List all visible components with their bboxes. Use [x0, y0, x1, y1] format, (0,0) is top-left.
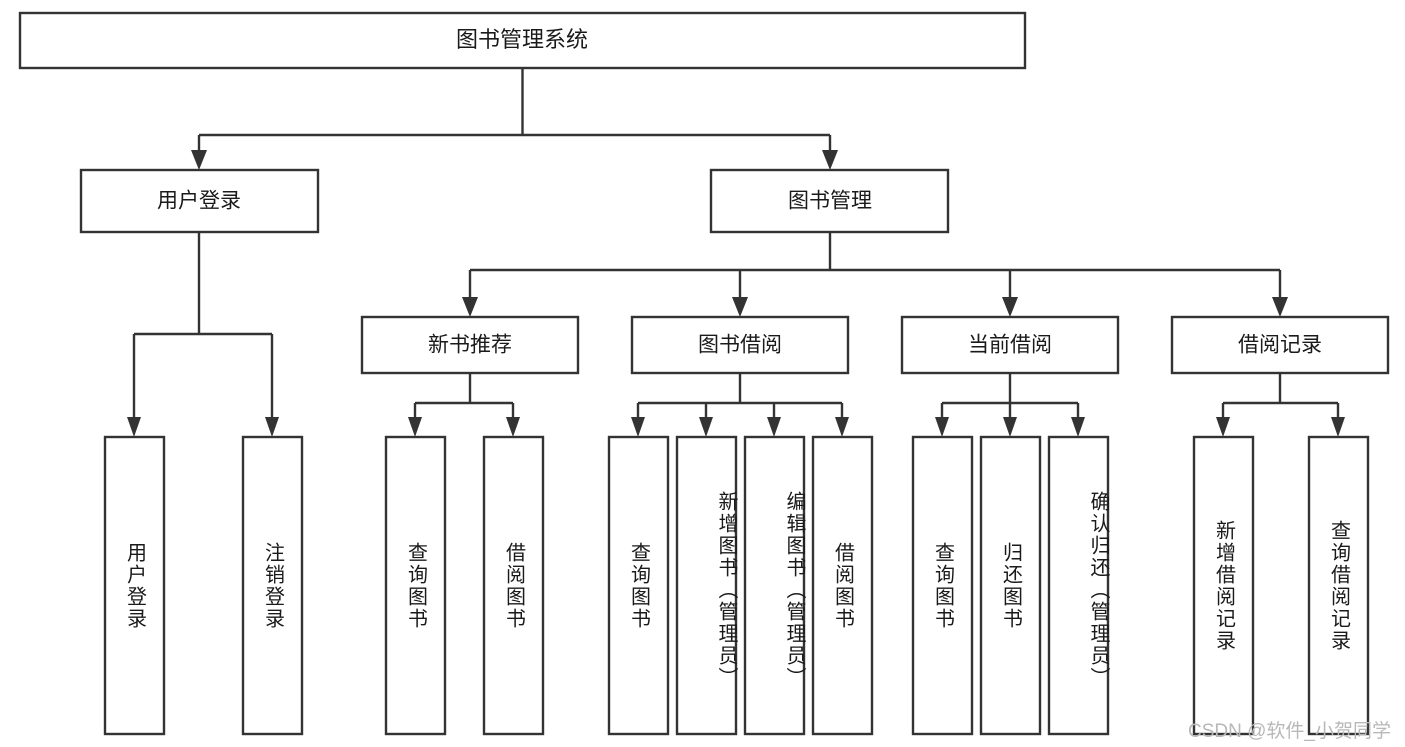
node-current-borrow-label: 当前借阅 — [968, 334, 1052, 357]
arrow-to-book-borrow — [732, 297, 748, 317]
node-book-manage[interactable]: 图书管理 — [709, 168, 950, 234]
node-new-book-recommend[interactable]: 新书推荐 — [360, 315, 580, 375]
node-borrow-record[interactable]: 借阅记录 — [1170, 315, 1390, 375]
node-book-borrow-label: 图书借阅 — [698, 334, 782, 357]
node-leaf-new-book-2-box[interactable] — [482, 435, 545, 736]
arrow-currentborrow-leaf-2 — [1003, 417, 1017, 437]
node-layer: 图书管理系统 用户登录 图书管理 新书推荐 图书借阅 当前 — [18, 11, 1390, 736]
arrow-to-new-book — [462, 297, 478, 317]
node-current-borrow-box[interactable] — [900, 315, 1120, 375]
node-leaf-book-borrow-2-box[interactable] — [675, 435, 738, 736]
node-leaf-book-borrow-4-box[interactable] — [811, 435, 874, 736]
node-book-manage-label: 图书管理 — [788, 190, 872, 213]
node-leaf-book-borrow-1-box[interactable] — [607, 435, 670, 736]
node-current-borrow[interactable]: 当前借阅 — [900, 315, 1120, 375]
arrow-bookborrow-leaf-4 — [835, 417, 849, 437]
node-leaf-new-book-1-box[interactable] — [384, 435, 447, 736]
node-new-book-recommend-box[interactable] — [360, 315, 580, 375]
node-new-book-recommend-label: 新书推荐 — [428, 334, 512, 357]
arrow-bookborrow-leaf-3 — [767, 417, 781, 437]
arrow-to-user-login — [191, 150, 207, 170]
node-leaf-current-borrow-3-box[interactable] — [1047, 435, 1110, 736]
arrow-to-borrow-record — [1272, 297, 1288, 317]
node-borrow-record-label: 借阅记录 — [1238, 334, 1322, 357]
node-leaf-book-borrow-3-box[interactable] — [743, 435, 806, 736]
arrow-newbook-leaf-1 — [408, 417, 422, 437]
arrow-borrowrecord-leaf-2 — [1331, 417, 1345, 437]
watermark-text: CSDN @软件_小贺同学 — [1188, 721, 1391, 742]
arrow-bookborrow-leaf-1 — [631, 417, 645, 437]
node-leaf-borrow-record-1-box[interactable] — [1192, 435, 1255, 736]
node-user-login-box[interactable] — [79, 168, 320, 234]
arrow-borrowrecord-leaf-1 — [1216, 417, 1230, 437]
node-root-label: 图书管理系统 — [456, 27, 588, 52]
arrow-currentborrow-leaf-1 — [935, 417, 949, 437]
node-leaf-user-login-1-box[interactable] — [103, 435, 166, 736]
arrow-to-book-manage — [822, 150, 838, 170]
node-user-login[interactable]: 用户登录 — [79, 168, 320, 234]
arrow-newbook-leaf-2 — [506, 417, 520, 437]
node-leaf-user-login-2-box[interactable] — [241, 435, 304, 736]
connector-layer — [127, 68, 1345, 437]
node-root-box[interactable] — [18, 11, 1027, 70]
arrow-currentborrow-leaf-3 — [1071, 417, 1085, 437]
arrow-bookborrow-leaf-2 — [699, 417, 713, 437]
node-book-manage-box[interactable] — [709, 168, 950, 234]
arrow-to-current-borrow — [1002, 297, 1018, 317]
node-leaf-current-borrow-2-box[interactable] — [979, 435, 1042, 736]
node-borrow-record-box[interactable] — [1170, 315, 1390, 375]
arrow-userlogin-leaf-2 — [265, 417, 279, 437]
node-leaf-borrow-record-2-box[interactable] — [1307, 435, 1370, 736]
node-book-borrow[interactable]: 图书借阅 — [630, 315, 850, 375]
arrow-userlogin-leaf-1 — [127, 417, 141, 437]
node-book-borrow-box[interactable] — [630, 315, 850, 375]
node-leaf-current-borrow-1-box[interactable] — [911, 435, 974, 736]
node-root[interactable]: 图书管理系统 — [18, 11, 1027, 70]
node-user-login-label: 用户登录 — [157, 190, 241, 213]
